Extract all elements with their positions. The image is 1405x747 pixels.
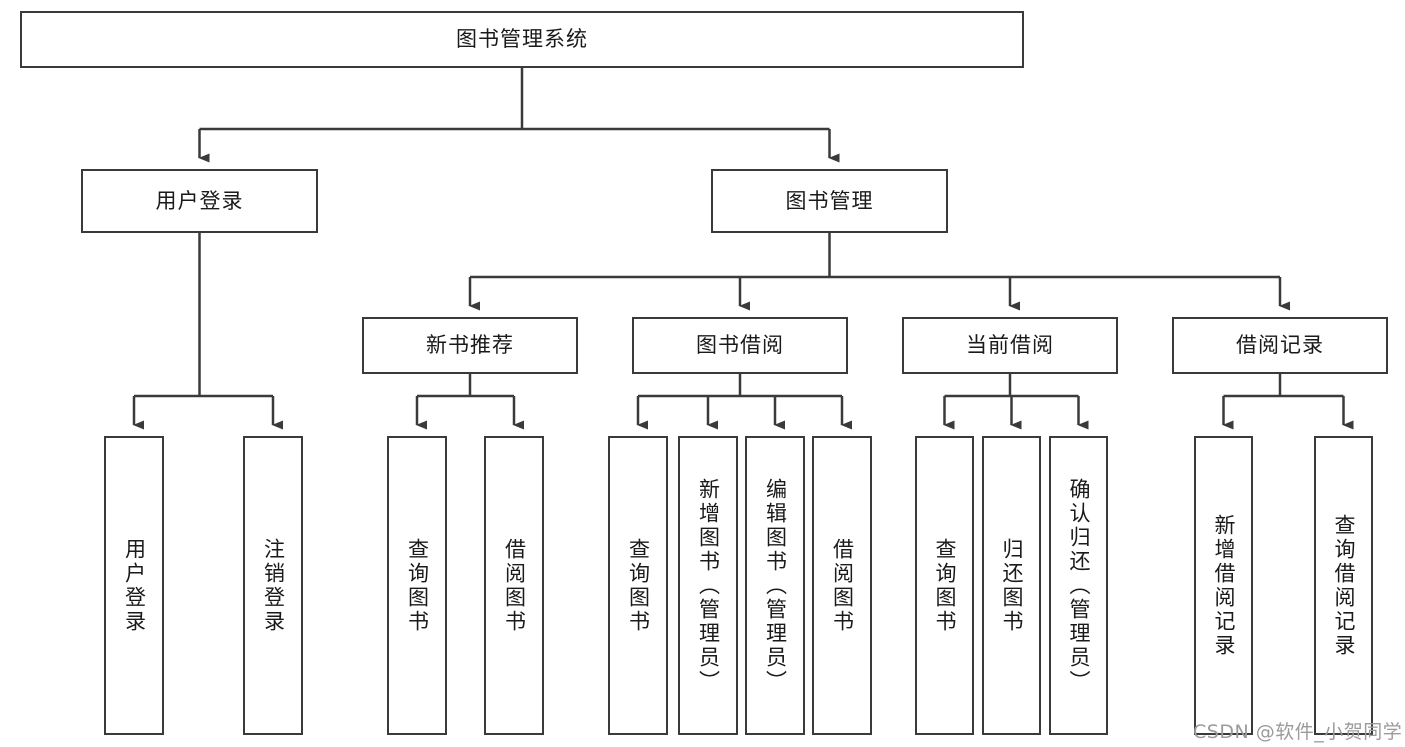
node-leaf-query1[interactable]: 查询图书 bbox=[387, 436, 447, 735]
node-login[interactable]: 用户登录 bbox=[81, 169, 318, 233]
node-leaf-edit[interactable]: 编辑图书（管理员） bbox=[745, 436, 805, 735]
node-current[interactable]: 当前借阅 bbox=[902, 317, 1118, 374]
node-label: 用户登录 bbox=[122, 537, 147, 634]
node-label: 编辑图书（管理员） bbox=[763, 477, 788, 694]
node-leaf-logout[interactable]: 注销登录 bbox=[243, 436, 303, 735]
node-label: 新增借阅记录 bbox=[1212, 513, 1236, 658]
node-label: 借阅图书 bbox=[830, 537, 855, 634]
node-label: 图书管理系统 bbox=[456, 27, 588, 52]
node-leaf-confirm[interactable]: 确认归还（管理员） bbox=[1049, 436, 1108, 735]
node-label: 归还图书 bbox=[1000, 537, 1024, 634]
node-borrow[interactable]: 图书借阅 bbox=[632, 317, 848, 374]
node-label: 新书推荐 bbox=[426, 333, 514, 358]
node-label: 借阅记录 bbox=[1236, 333, 1324, 358]
node-label: 图书管理 bbox=[785, 188, 874, 213]
node-root[interactable]: 图书管理系统 bbox=[20, 11, 1024, 68]
node-label: 注销登录 bbox=[261, 537, 286, 634]
node-records[interactable]: 借阅记录 bbox=[1172, 317, 1388, 374]
node-leaf-login[interactable]: 用户登录 bbox=[104, 436, 164, 735]
node-bookmgmt[interactable]: 图书管理 bbox=[711, 169, 948, 233]
node-label: 当前借阅 bbox=[966, 333, 1054, 358]
node-leaf-add[interactable]: 新增图书（管理员） bbox=[678, 436, 738, 735]
node-label: 查询图书 bbox=[626, 537, 651, 634]
node-label: 查询图书 bbox=[405, 537, 430, 634]
node-label: 图书借阅 bbox=[696, 333, 784, 358]
node-newrec[interactable]: 新书推荐 bbox=[362, 317, 578, 374]
node-leaf-borrow1[interactable]: 借阅图书 bbox=[484, 436, 544, 735]
node-leaf-addrec[interactable]: 新增借阅记录 bbox=[1194, 436, 1253, 735]
node-leaf-query2[interactable]: 查询图书 bbox=[608, 436, 668, 735]
node-label: 查询图书 bbox=[933, 537, 957, 634]
node-leaf-return[interactable]: 归还图书 bbox=[982, 436, 1041, 735]
node-label: 借阅图书 bbox=[502, 537, 527, 634]
node-label: 用户登录 bbox=[155, 188, 244, 213]
node-leaf-query3[interactable]: 查询图书 bbox=[915, 436, 974, 735]
node-label: 查询借阅记录 bbox=[1332, 513, 1356, 658]
csdn-watermark: CSDN @软件_小贺同学 bbox=[1193, 721, 1403, 743]
node-label: 确认归还（管理员） bbox=[1067, 477, 1091, 694]
node-label: 新增图书（管理员） bbox=[696, 477, 721, 694]
node-leaf-queryrec[interactable]: 查询借阅记录 bbox=[1314, 436, 1373, 735]
node-leaf-borrow2[interactable]: 借阅图书 bbox=[812, 436, 872, 735]
